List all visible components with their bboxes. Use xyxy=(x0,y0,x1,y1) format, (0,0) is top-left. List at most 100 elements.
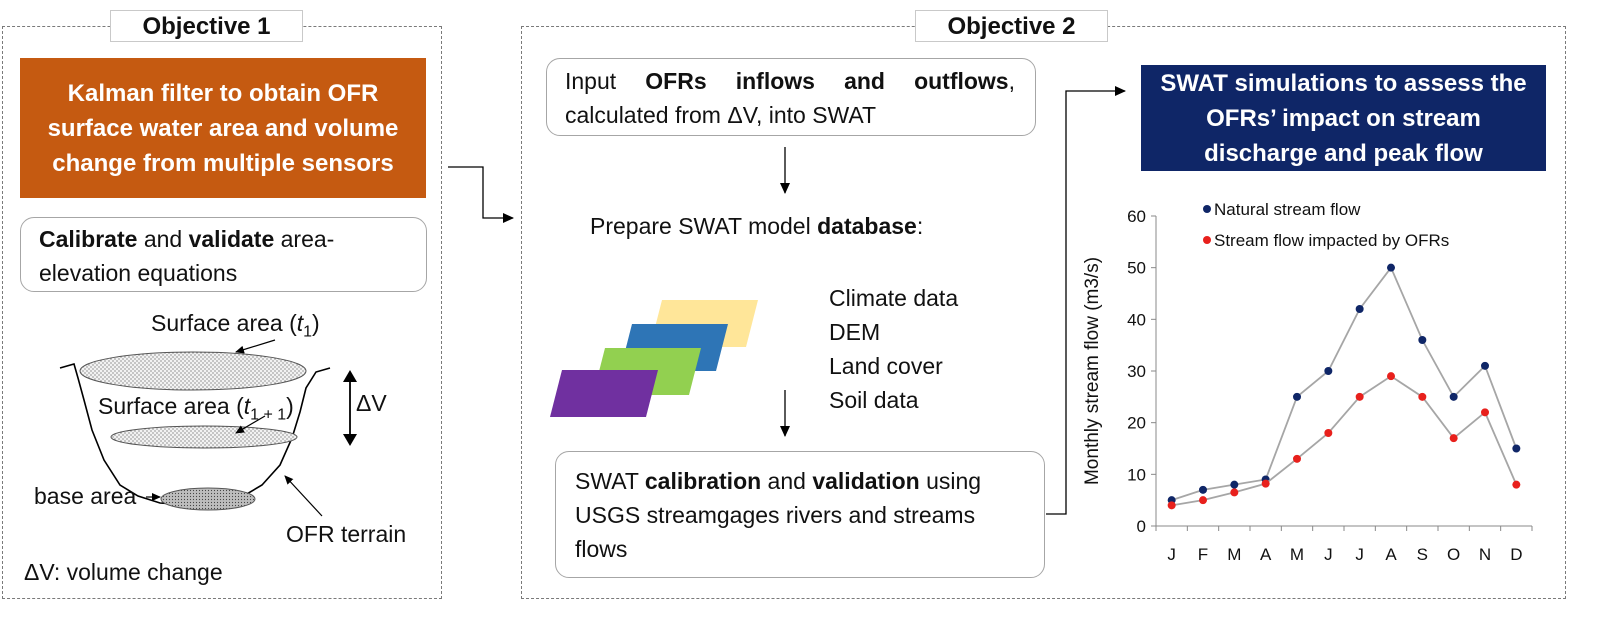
base-area-label: base area xyxy=(34,483,137,509)
swat-cal-line-3: flows xyxy=(575,536,628,562)
data-item-climate: Climate data xyxy=(829,285,959,311)
swat-simulations-box: SWAT simulations to assess the OFRs’ imp… xyxy=(1141,65,1546,171)
calibrate-rest-1: area- xyxy=(274,226,335,252)
kalman-line-3: change from multiple sensors xyxy=(52,149,394,177)
x-tick-label: J xyxy=(1167,545,1176,564)
volume-change-legend: ΔV: volume change xyxy=(24,559,223,585)
input-data-list: Climate data DEM Land cover Soil data xyxy=(829,281,958,417)
data-point-series-1 xyxy=(1481,361,1489,370)
data-item-land-cover: Land cover xyxy=(829,353,943,379)
data-point-series-2 xyxy=(1512,480,1521,489)
legend-label-1: Natural stream flow xyxy=(1214,200,1361,219)
x-tick-label: S xyxy=(1417,545,1428,564)
swat-calibration-box: SWAT calibration and validation using US… xyxy=(555,451,1045,578)
validate-word: validate xyxy=(188,226,275,252)
x-tick-label: J xyxy=(1324,545,1333,564)
surface-t1-arrow xyxy=(235,339,276,354)
data-point-series-1 xyxy=(1449,392,1458,401)
data-point-series-2 xyxy=(1418,392,1427,401)
data-point-series-1 xyxy=(1512,444,1521,453)
ofr-terrain-arrow xyxy=(284,475,323,517)
kalman-filter-box: Kalman filter to obtain OFR surface wate… xyxy=(20,58,426,198)
data-point-series-2 xyxy=(1449,434,1458,443)
delta-v-label: ΔV xyxy=(356,390,387,416)
x-tick-label: M xyxy=(1290,545,1304,564)
input-comma: , xyxy=(1008,68,1015,94)
ofr-terrain-label: OFR terrain xyxy=(286,521,407,547)
x-tick-label: D xyxy=(1510,545,1522,564)
calibration-to-simulation-arrow xyxy=(1046,86,1126,515)
y-tick-label: 20 xyxy=(1127,414,1146,433)
surface-area-t1-label: Surface area (t1) xyxy=(151,310,320,341)
swat-cal-line-2: USGS streamgages rivers and streams xyxy=(575,502,976,528)
y-tick-label: 60 xyxy=(1127,207,1146,226)
calibration-word: calibration xyxy=(644,468,762,494)
input-line-2: calculated from ΔV, into SWAT xyxy=(565,102,877,128)
input-word-2: OFRs xyxy=(645,68,707,94)
data-point-series-2 xyxy=(1261,479,1270,488)
x-tick-label: M xyxy=(1227,545,1241,564)
data-point-series-1 xyxy=(1324,367,1333,375)
swat-sim-line-1: SWAT simulations to assess the xyxy=(1160,69,1527,97)
data-item-dem: DEM xyxy=(829,319,881,345)
y-tick-label: 40 xyxy=(1127,310,1146,329)
calibrate-word: Calibrate xyxy=(39,226,138,252)
data-point-series-2 xyxy=(1167,501,1176,510)
x-tick-label: A xyxy=(1385,545,1397,564)
calibrate-rest-2: elevation equations xyxy=(39,260,238,286)
surface-t11-arrow xyxy=(235,415,266,434)
input-word-1: Input xyxy=(565,68,617,94)
reservoir-diagram xyxy=(59,339,357,517)
kalman-line-1: Kalman filter to obtain OFR xyxy=(67,79,379,107)
input-word-5: outflows xyxy=(914,68,1009,94)
series-line-1 xyxy=(1171,265,1518,502)
surface-area-t11-label: Surface area (t1 + 1) xyxy=(98,393,294,424)
data-point-series-2 xyxy=(1230,488,1239,497)
data-point-series-2 xyxy=(1387,372,1395,381)
objective2-title: Objective 2 xyxy=(915,10,1108,42)
x-tick-label: O xyxy=(1447,545,1460,564)
x-tick-label: N xyxy=(1479,545,1491,564)
legend-marker-1 xyxy=(1203,205,1211,213)
data-point-series-1 xyxy=(1355,305,1364,313)
y-tick-label: 10 xyxy=(1127,465,1146,484)
y-tick-label: 0 xyxy=(1137,517,1146,536)
x-tick-label: A xyxy=(1260,545,1272,564)
y-tick-label: 50 xyxy=(1127,259,1146,278)
calibrate-validate-box: Calibrate and validate area- elevation e… xyxy=(20,217,427,292)
y-axis-title: Monthly stream flow (m3/s) xyxy=(1082,257,1103,485)
data-point-series-1 xyxy=(1418,336,1427,344)
x-tick-label: F xyxy=(1198,545,1208,564)
data-point-series-2 xyxy=(1481,408,1489,417)
data-point-series-2 xyxy=(1355,392,1364,401)
input-word-4: and xyxy=(844,68,885,94)
x-tick-label: J xyxy=(1355,545,1364,564)
input-ofr-flows-box: Input OFRs inflows and outflows, calcula… xyxy=(546,58,1036,136)
data-layers-graphic xyxy=(550,300,758,417)
layer-soil xyxy=(550,370,658,417)
data-point-series-1 xyxy=(1230,480,1239,489)
calibrate-and: and xyxy=(137,226,189,252)
series-line-2 xyxy=(1171,375,1518,507)
data-point-series-1 xyxy=(1199,485,1207,494)
base-area-ellipse xyxy=(160,487,256,511)
swat-sim-line-3: discharge and peak flow xyxy=(1204,139,1483,167)
surface-area-t1-ellipse xyxy=(79,351,307,391)
y-tick-label: 30 xyxy=(1127,362,1146,381)
input-word-3: inflows xyxy=(735,68,815,94)
data-point-series-2 xyxy=(1324,429,1333,437)
data-item-soil: Soil data xyxy=(829,387,919,413)
data-point-series-2 xyxy=(1293,454,1301,463)
data-point-series-1 xyxy=(1387,263,1395,272)
validation-word: validation xyxy=(812,468,920,494)
obj1-to-obj2-arrow xyxy=(448,166,514,223)
data-point-series-2 xyxy=(1199,496,1207,505)
legend-marker-2 xyxy=(1203,236,1211,244)
prepare-database-label: Prepare SWAT model database: xyxy=(590,213,924,239)
objective1-title: Objective 1 xyxy=(110,10,303,42)
swat-sim-line-2: OFRs’ impact on stream xyxy=(1206,104,1481,132)
data-point-series-1 xyxy=(1293,392,1301,401)
legend-label-2: Stream flow impacted by OFRs xyxy=(1214,231,1449,250)
